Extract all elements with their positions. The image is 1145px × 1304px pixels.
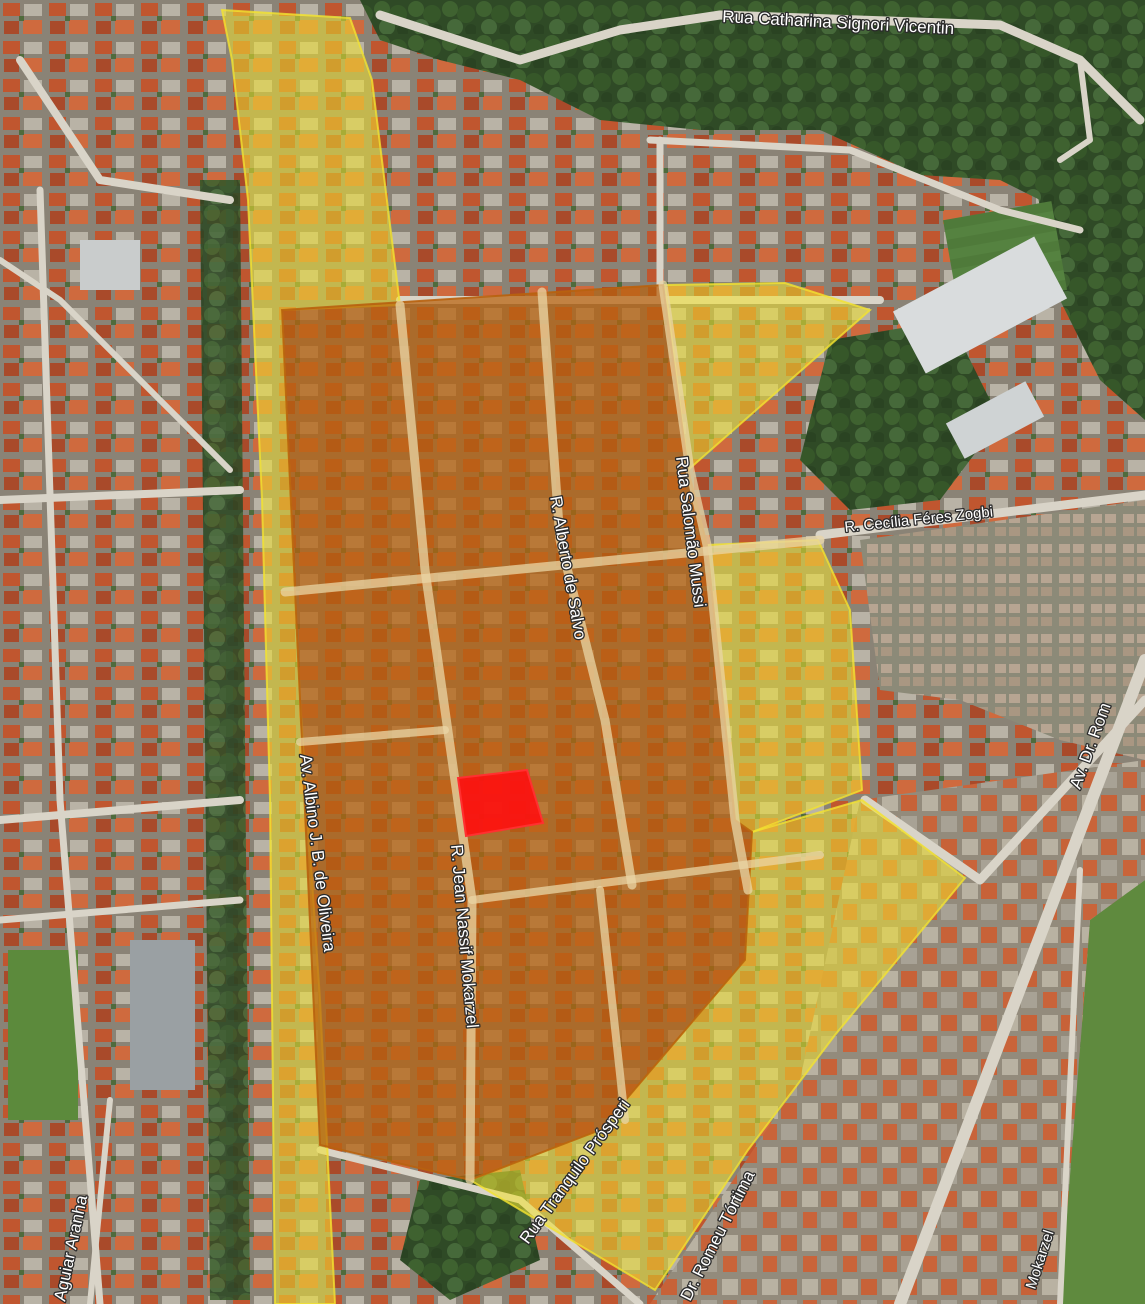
zoning-overlay [220, 8, 967, 1304]
trees-mid-east [800, 320, 1000, 510]
trees-west-corridor [200, 180, 250, 1300]
forest-east [1030, 120, 1145, 420]
trees-south-center [400, 1170, 540, 1300]
forest-north [360, 0, 1145, 300]
target-lot[interactable] [456, 768, 545, 838]
warehouse-ne-2 [945, 381, 1045, 459]
condominium-block [860, 500, 1145, 760]
sports-field-west [8, 950, 78, 1120]
warehouse-sw [130, 940, 195, 1090]
houses-se-block [650, 760, 1145, 1304]
street-network [0, 10, 1145, 1304]
warehouse-ne [892, 236, 1068, 374]
building-nw [80, 240, 140, 290]
yellow-zone-north-strip[interactable] [220, 8, 402, 1304]
